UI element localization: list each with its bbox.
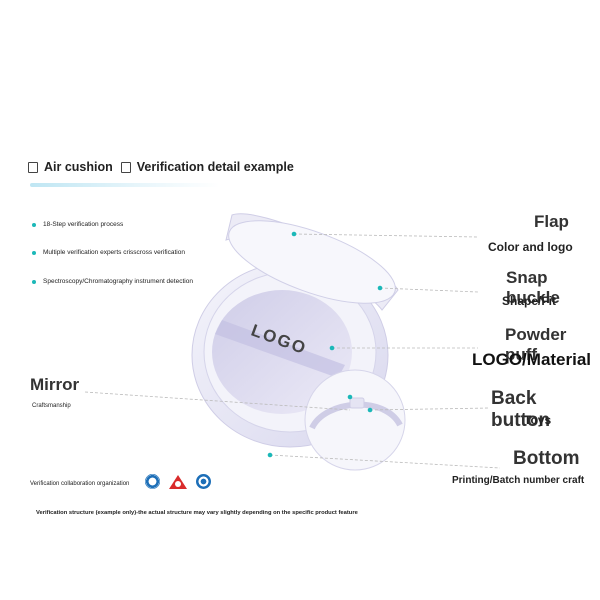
title-part2: Verification detail example xyxy=(136,160,294,174)
label-flap: Flap xyxy=(534,212,569,231)
label-back-button: Back button xyxy=(491,388,551,431)
organization-badges xyxy=(145,474,211,490)
marker-dot-bottom xyxy=(267,452,273,458)
detail-powder-puff: LOGO/Material xyxy=(472,350,592,369)
detail-mirror: Craftsmanship xyxy=(32,403,71,409)
cma-badge-icon xyxy=(145,474,160,489)
marker-dot-puff xyxy=(329,345,335,351)
cnas-badge-icon xyxy=(196,474,211,489)
title-underline xyxy=(30,183,220,187)
label-mirror: Mirror xyxy=(30,375,80,394)
collaboration-label: Verification collaboration organization xyxy=(30,481,130,487)
marker-dot-back xyxy=(367,407,373,413)
detail-flap: Color and logo xyxy=(488,240,573,254)
detail-bottom: Printing/Batch number craft xyxy=(452,475,585,486)
title-part1: Air cushion xyxy=(44,160,113,174)
feature-item: 18-Step verification process xyxy=(32,221,123,228)
bullet-dot-icon xyxy=(32,250,36,255)
feature-item: Spectroscopy/Chromatography instrument d… xyxy=(32,278,193,285)
marker-dot-snap xyxy=(377,285,383,291)
section-title: Air cushion Verification detail example xyxy=(28,160,294,174)
label-snap-buckle: Snap buckle xyxy=(506,268,560,307)
label-bottom: Bottom xyxy=(513,448,580,469)
footnote: Verification structure (example only)-th… xyxy=(36,510,358,516)
marker-dot-flap xyxy=(291,231,297,237)
checkbox-icon xyxy=(120,161,131,173)
marker-dot-mirror xyxy=(347,394,353,400)
red-triangle-badge-icon xyxy=(169,475,187,489)
feature-item: Multiple verification experts crisscross… xyxy=(32,249,185,256)
bullet-dot-icon xyxy=(32,279,36,284)
detail-snap-buckle: Shape/Fit xyxy=(502,294,557,308)
checkbox-icon xyxy=(28,161,38,173)
bullet-dot-icon xyxy=(32,222,36,227)
detail-back-button: Toys xyxy=(524,413,552,427)
label-powder-puff: Powder puff xyxy=(505,325,567,364)
